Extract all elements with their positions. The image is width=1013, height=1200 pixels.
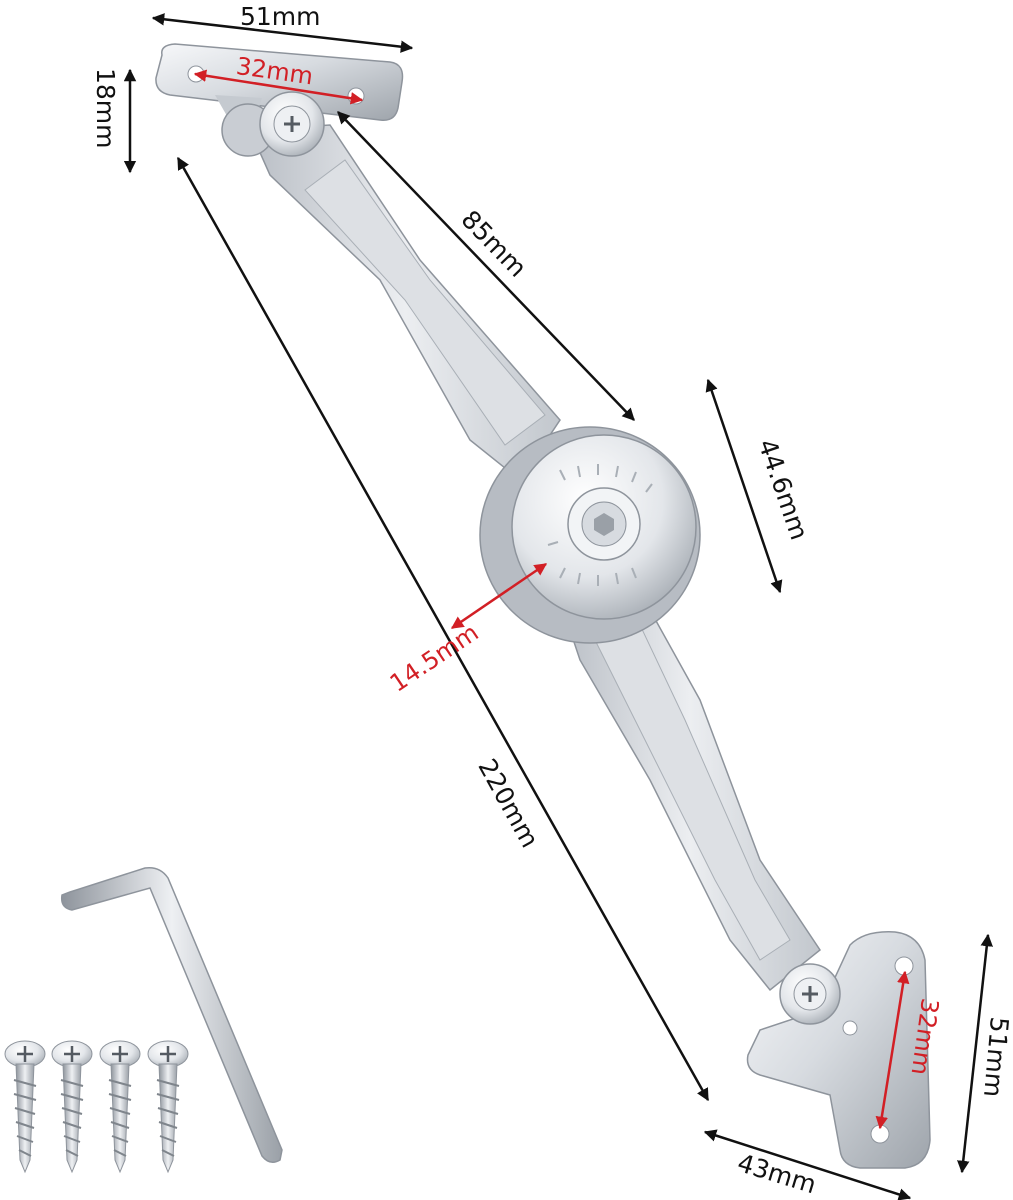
- damper-hub: [479, 426, 701, 644]
- hex-key-icon: [60, 866, 283, 1163]
- top-plate-height-label: 18mm: [91, 68, 120, 149]
- screw-icon: [147, 1040, 189, 1174]
- dim-line-bottom-width: [703, 1129, 912, 1200]
- screw-icon: [4, 1040, 46, 1174]
- lower-arm: [558, 599, 822, 992]
- dim-line-top-width: [151, 13, 414, 53]
- screw-icon: [99, 1040, 141, 1174]
- dim-line-overall-length: [176, 156, 710, 1102]
- upper-arm: [221, 91, 561, 482]
- screw-icon: [51, 1040, 93, 1174]
- dim-line-top-hole-spacing: [193, 69, 364, 105]
- dimension-lines: [123, 13, 993, 1200]
- top-plate-width-label: 51mm: [240, 2, 321, 31]
- screw-set: [4, 1040, 189, 1174]
- dim-line-bottom-height: [957, 933, 993, 1174]
- dim-line-hub-diameter: [705, 378, 783, 594]
- dim-line-bottom-hole-spacing: [875, 970, 910, 1130]
- bottom-plate-height-label: 51mm: [978, 1015, 1013, 1099]
